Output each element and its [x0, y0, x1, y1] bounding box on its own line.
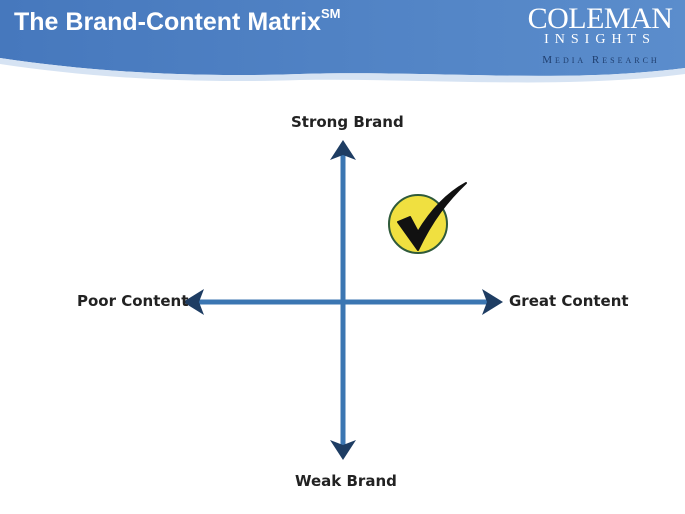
checkmark-badge: [388, 182, 467, 254]
company-logo: COLEMAN INSIGHTS Media Research: [520, 4, 680, 70]
logo-subname: INSIGHTS: [544, 32, 656, 47]
arrowhead-down: [330, 440, 356, 460]
logo-tagline: Media Research: [542, 54, 660, 66]
label-strong-brand: Strong Brand: [291, 113, 404, 131]
label-weak-brand: Weak Brand: [295, 472, 397, 490]
logo-name: COLEMAN: [527, 2, 673, 35]
label-great-content: Great Content: [509, 292, 629, 310]
header-background: [0, 0, 685, 83]
arrowhead-up: [330, 140, 356, 160]
arrowhead-right: [482, 289, 503, 315]
page-title: The Brand-Content MatrixSM: [14, 6, 341, 36]
service-mark: SM: [320, 6, 341, 21]
arrowhead-left: [183, 289, 204, 315]
header-band: The Brand-Content MatrixSM COLEMAN INSIG…: [0, 0, 685, 90]
label-poor-content: Poor Content: [77, 292, 189, 310]
checkmark-icon: [397, 182, 467, 251]
